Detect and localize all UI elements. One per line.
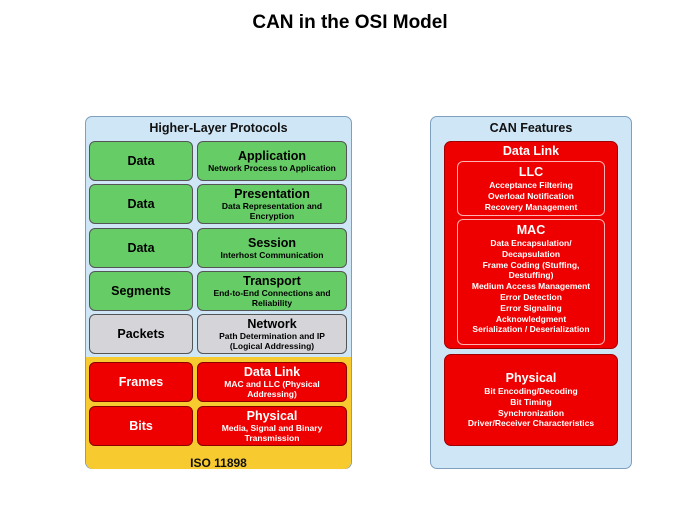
data-unit-session: Data (89, 228, 193, 268)
data-unit-label: Data (127, 197, 155, 211)
layer-transport: Transport End-to-End Connections and Rel… (197, 271, 347, 311)
layer-network: Network Path Determination and IP (Logic… (197, 314, 347, 354)
llc-box: LLC Acceptance Filtering Overload Notifi… (457, 161, 605, 216)
data-unit-physical: Bits (89, 406, 193, 446)
layer-physical: Physical Media, Signal and Binary Transm… (197, 406, 347, 446)
physical-feature: Synchronization (497, 407, 565, 418)
data-unit-label: Data (127, 154, 155, 168)
layer-presentation: Presentation Data Representation and Enc… (197, 184, 347, 224)
layer-name: Application (237, 149, 307, 163)
mac-feature: Error Detection (500, 291, 562, 302)
layer-session: Session Interhost Communication (197, 228, 347, 268)
data-unit-label: Frames (118, 375, 164, 389)
layer-application: Application Network Process to Applicati… (197, 141, 347, 181)
layer-description: Data Representation and Encryption (221, 201, 323, 221)
data-unit-label: Segments (111, 284, 171, 298)
layer-description: MAC and LLC (Physical Addressing) (224, 379, 320, 399)
layer-name: Transport (243, 274, 301, 288)
data-unit-label: Data (127, 241, 155, 255)
layer-name: Session (248, 236, 296, 250)
mac-feature: Serialization / Deserialization (472, 324, 590, 335)
layer-name: Presentation (234, 187, 310, 201)
layer-description: Interhost Communication (220, 250, 324, 260)
data-unit-transport: Segments (89, 271, 193, 311)
mac-feature: Acknowledgment (495, 313, 567, 324)
physical-title: Physical (505, 371, 557, 385)
can-physical-box: Physical Bit Encoding/Decoding Bit Timin… (444, 354, 618, 446)
layer-data-link: Data Link MAC and LLC (Physical Addressi… (197, 362, 347, 402)
data-unit-application: Data (89, 141, 193, 181)
data-unit-data-link: Frames (89, 362, 193, 402)
mac-box: MAC Data Encapsulation/ Decapsulation Fr… (457, 219, 605, 345)
can-features-title: CAN Features (489, 121, 573, 135)
iso-11898-label: ISO 11898 (190, 456, 247, 470)
mac-feature: Decapsulation (501, 248, 561, 259)
layer-description: Media, Signal and Binary Transmission (221, 423, 323, 443)
mac-feature: Error Signaling (500, 302, 562, 313)
llc-title: LLC (518, 165, 544, 179)
mac-feature: Destuffing) (508, 270, 554, 281)
higher-layer-protocols-title: Higher-Layer Protocols (149, 121, 288, 135)
physical-feature: Driver/Receiver Characteristics (467, 418, 595, 429)
llc-feature: Recovery Management (484, 201, 578, 212)
layer-name: Physical (246, 409, 298, 423)
physical-feature: Bit Encoding/Decoding (484, 386, 578, 396)
mac-title: MAC (516, 223, 546, 237)
can-data-link-box: Data Link LLC Acceptance Filtering Overl… (444, 141, 618, 349)
layer-description: End-to-End Connections and Reliability (213, 288, 331, 308)
layer-name: Data Link (243, 365, 301, 379)
data-unit-label: Packets (117, 327, 165, 341)
layer-name: Network (247, 317, 297, 331)
layer-description: Network Process to Application (208, 163, 336, 173)
llc-feature: Overload Notification (488, 190, 574, 201)
data-link-title: Data Link (502, 144, 560, 158)
osi-model-panel: Higher-Layer Protocols Data Application … (85, 116, 352, 470)
physical-feature: Bit Timing (510, 396, 552, 407)
mac-feature: Medium Access Management (471, 281, 591, 292)
data-unit-label: Bits (129, 419, 153, 433)
data-unit-network: Packets (89, 314, 193, 354)
mac-feature: Data Encapsulation/ (490, 238, 572, 248)
page-title: CAN in the OSI Model (252, 12, 448, 33)
data-unit-presentation: Data (89, 184, 193, 224)
mac-feature: Frame Coding (Stuffing, (482, 259, 580, 270)
layer-description: Path Determination and IP (Logical Addre… (219, 331, 325, 351)
llc-feature: Acceptance Filtering (489, 180, 573, 190)
can-features-panel: CAN Features Data Link LLC Acceptance Fi… (430, 116, 632, 469)
